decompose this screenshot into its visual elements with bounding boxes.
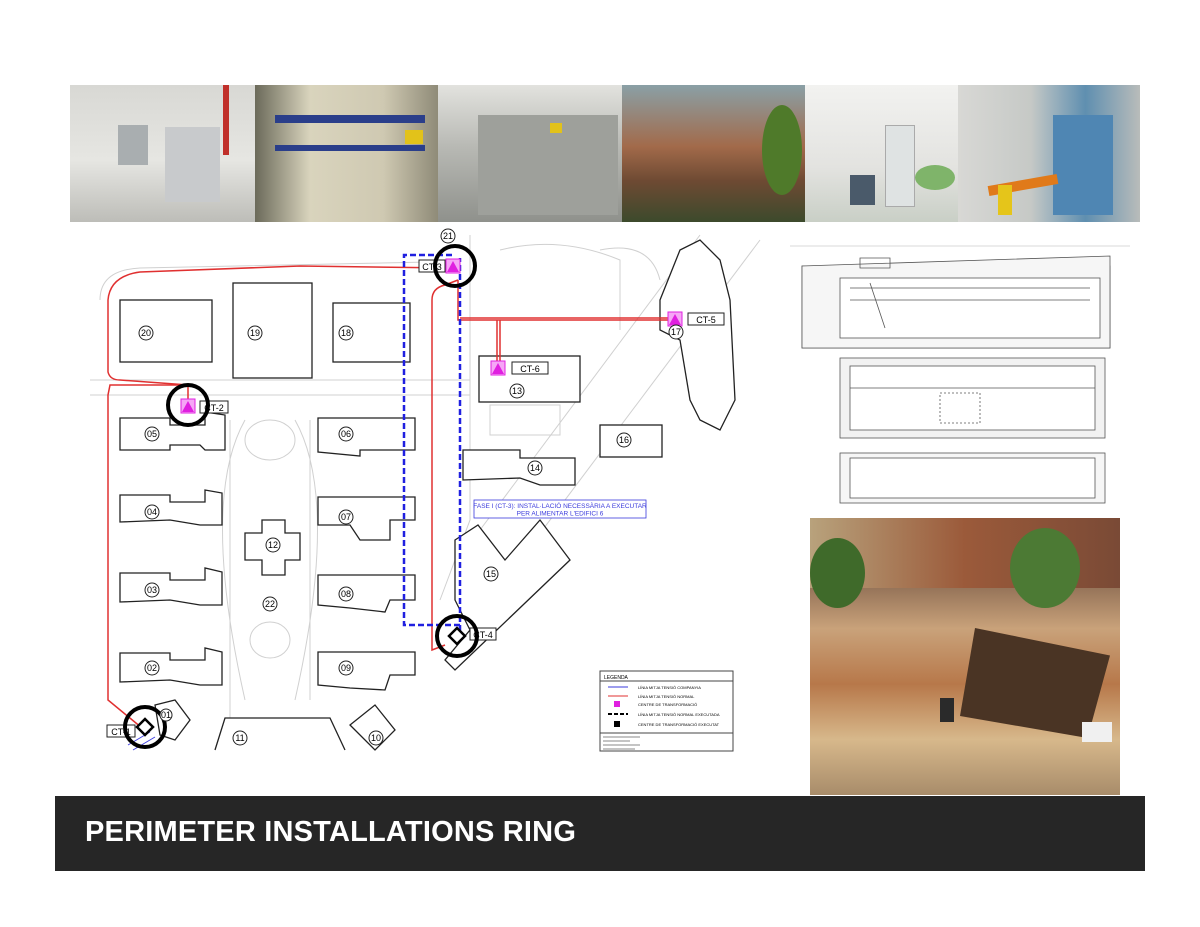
- substation-section-drawing: [790, 245, 1130, 504]
- building-16: 16: [616, 432, 632, 448]
- highlight-circle: [435, 614, 479, 658]
- transformer-enclosures-photo: [438, 85, 622, 222]
- transformer-ct2[interactable]: CT-2: [166, 383, 229, 427]
- building-20: 20: [138, 325, 154, 341]
- svg-text:CENTRE DE TRANSFORMACIÓ: CENTRE DE TRANSFORMACIÓ: [638, 702, 697, 707]
- svg-text:03: 03: [147, 585, 157, 595]
- svg-text:16: 16: [619, 435, 629, 445]
- medium-voltage-cells-photo: [958, 85, 1140, 222]
- building-numbers: 01 02 03 04 05 06 07 08 09 10 11 12 13 1…: [138, 228, 684, 746]
- building-08: 08: [338, 586, 354, 602]
- svg-text:LÍNIA MITJA TENSIÓ NORMAL: LÍNIA MITJA TENSIÓ NORMAL: [638, 694, 695, 699]
- building-21: 21: [440, 228, 456, 244]
- building-04: 04: [144, 504, 160, 520]
- cable-installation-photo: [805, 85, 958, 222]
- excavation-site-photo: [810, 518, 1120, 795]
- svg-text:07: 07: [341, 512, 351, 522]
- svg-text:21: 21: [443, 231, 453, 241]
- transformer-room-photo: [70, 85, 255, 222]
- legend: LEGENDA LÍNIA MITJA TENSIÓ COMPANYIA LÍN…: [599, 670, 734, 752]
- transformer-ct6[interactable]: CT-6: [490, 360, 549, 376]
- svg-text:LÍNIA MITJA TENSIÓ NORMAL EXEC: LÍNIA MITJA TENSIÓ NORMAL EXECUTADA: [638, 712, 720, 717]
- building-15: 15: [483, 566, 499, 582]
- transformer-ct4[interactable]: CT-4: [435, 614, 497, 658]
- svg-text:15: 15: [486, 569, 496, 579]
- building-03: 03: [144, 582, 160, 598]
- svg-text:22: 22: [265, 599, 275, 609]
- building-14: 14: [527, 460, 543, 476]
- building-19: 19: [247, 325, 263, 341]
- ct5-label: CT-5: [696, 315, 716, 325]
- building-17: 17: [668, 324, 684, 340]
- building-13: 13: [509, 383, 525, 399]
- transformer-ct1[interactable]: CT-1: [106, 705, 167, 749]
- svg-text:02: 02: [147, 663, 157, 673]
- svg-text:11: 11: [235, 733, 244, 743]
- svg-text:09: 09: [341, 663, 351, 673]
- ct1-label: CT-1: [111, 727, 131, 737]
- switchgear-cabinets-photo: [255, 85, 438, 222]
- svg-text:13: 13: [512, 386, 522, 396]
- building-22: 22: [262, 596, 278, 612]
- highlight-circle: [166, 383, 210, 427]
- svg-text:18: 18: [341, 328, 351, 338]
- title-banner: PERIMETER INSTALLATIONS RING: [55, 796, 1145, 871]
- highlight-circle: [433, 244, 477, 288]
- building-07: 07: [338, 509, 354, 525]
- ct6-label: CT-6: [520, 364, 540, 374]
- svg-text:01: 01: [161, 710, 171, 720]
- phase-annotation: FASE I (CT-3): INSTAL·LACIÓ NECESSÀRIA A…: [473, 499, 647, 519]
- svg-text:05: 05: [147, 429, 157, 439]
- svg-text:17: 17: [671, 327, 681, 337]
- building-05: 05: [144, 426, 160, 442]
- building-02: 02: [144, 660, 160, 676]
- building-12: 12: [265, 537, 281, 553]
- ct4-label: CT-4: [473, 630, 493, 640]
- svg-text:CENTRE DE TRANSFORMACIÓ EXECUT: CENTRE DE TRANSFORMACIÓ EXECUTAT: [638, 722, 720, 727]
- svg-text:06: 06: [341, 429, 351, 439]
- svg-text:19: 19: [250, 328, 260, 338]
- building-01: 01: [159, 708, 173, 722]
- building-06: 06: [338, 426, 354, 442]
- page-title: PERIMETER INSTALLATIONS RING: [85, 816, 577, 848]
- svg-text:12: 12: [268, 540, 278, 550]
- svg-text:08: 08: [341, 589, 351, 599]
- ct2-label: CT-2: [204, 403, 224, 413]
- highlight-circle: [123, 705, 167, 749]
- site-plan-map: CT-3 CT-2 CT-5 CT-6 CT-4 CT-1 01 02 03 0…: [90, 228, 761, 752]
- trench-excavation-photo: [622, 85, 805, 222]
- building-11: 11: [232, 730, 248, 746]
- transformer-ct3[interactable]: CT-3: [418, 244, 477, 288]
- svg-text:LÍNIA MITJA TENSIÓ COMPANYIA: LÍNIA MITJA TENSIÓ COMPANYIA: [638, 685, 701, 690]
- building-18: 18: [338, 325, 354, 341]
- legend-title: LEGENDA: [604, 675, 629, 681]
- background-streets: [90, 234, 761, 720]
- building-10: 10: [368, 730, 384, 746]
- transformer-ct5[interactable]: CT-5: [667, 311, 725, 327]
- svg-text:20: 20: [141, 328, 151, 338]
- svg-text:14: 14: [530, 463, 540, 473]
- svg-text:PER ALIMENTAR L'EDIFICI 6: PER ALIMENTAR L'EDIFICI 6: [517, 511, 604, 518]
- building-09: 09: [338, 660, 354, 676]
- svg-text:04: 04: [147, 507, 157, 517]
- svg-text:10: 10: [371, 733, 381, 743]
- ct3-label: CT-3: [422, 262, 442, 272]
- svg-text:FASE I (CT-3): INSTAL·LACIÓ NE: FASE I (CT-3): INSTAL·LACIÓ NECESSÀRIA A…: [473, 501, 647, 510]
